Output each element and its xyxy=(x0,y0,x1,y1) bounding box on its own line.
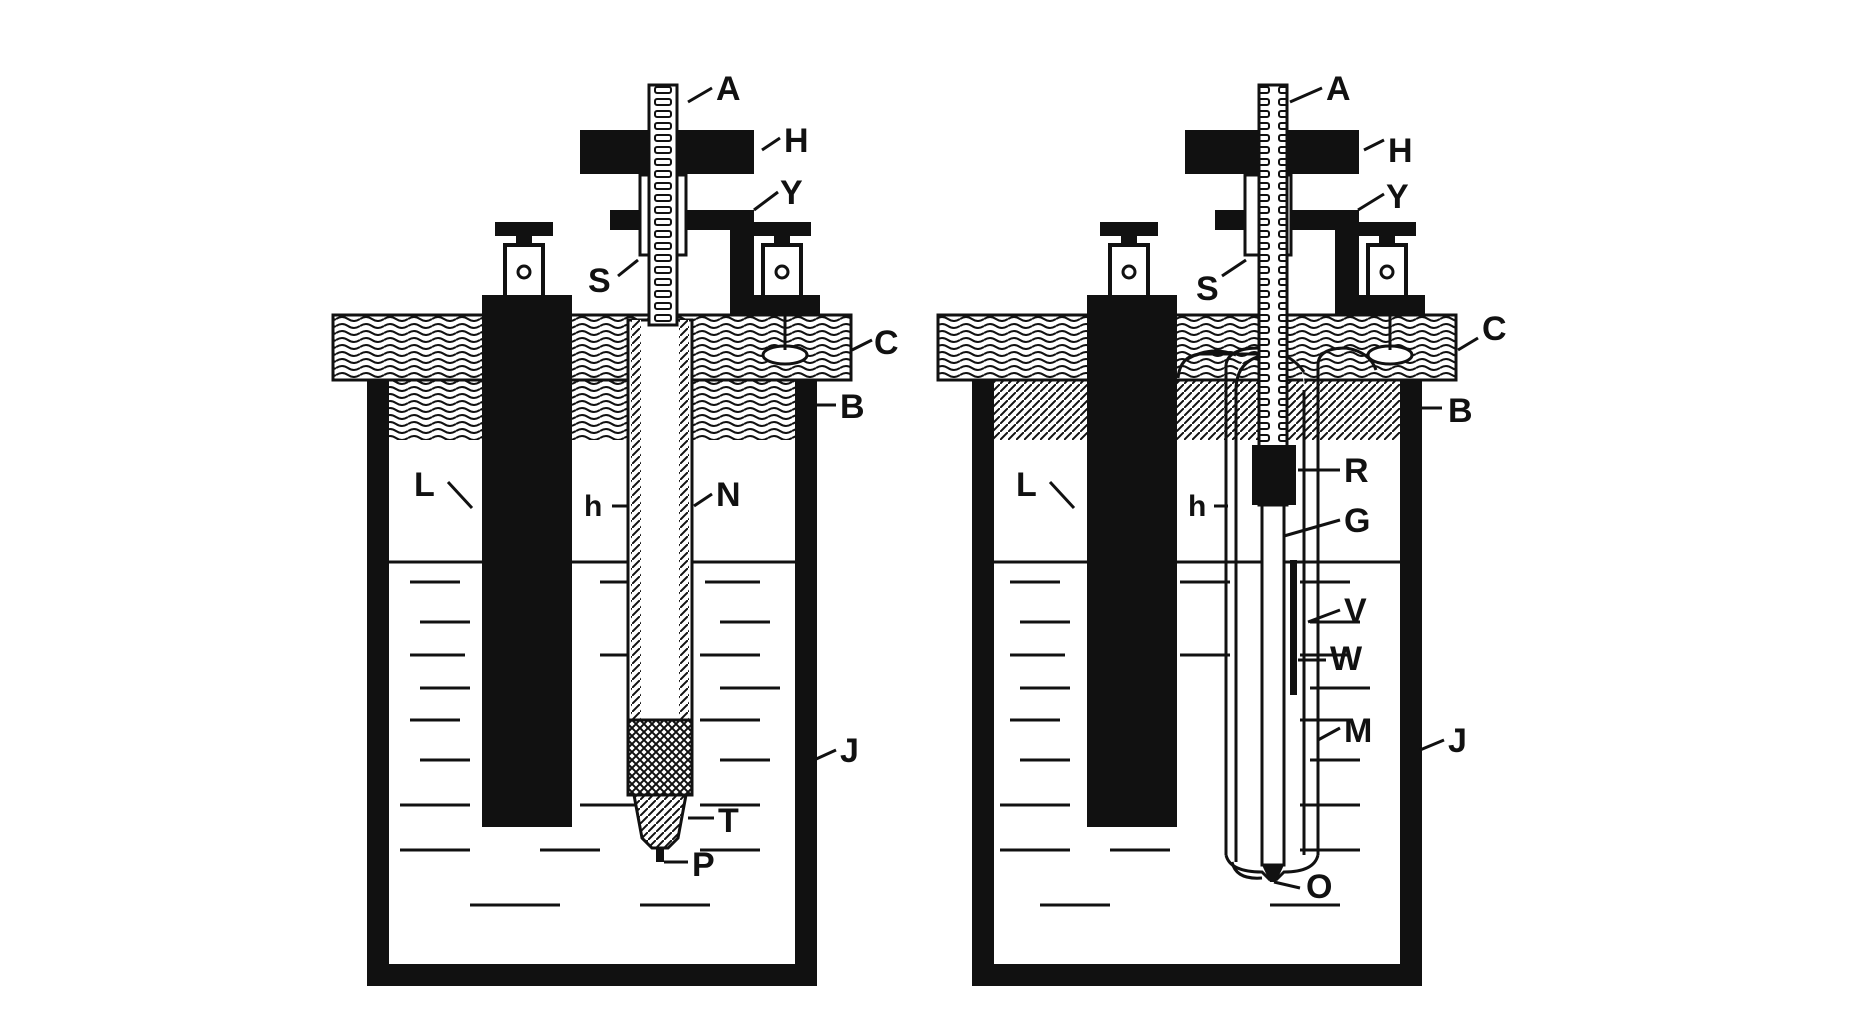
label-c: C xyxy=(874,324,899,362)
left-cover-c xyxy=(331,313,853,382)
label-y: Y xyxy=(1386,178,1409,216)
left-rod-a xyxy=(647,83,679,327)
left-binding-post-2 xyxy=(761,243,803,299)
label-h-small: h xyxy=(584,490,602,523)
left-binding-post-1 xyxy=(503,243,545,299)
right-carbon-l xyxy=(1087,295,1177,827)
label-r: R xyxy=(1344,452,1369,490)
label-n: N xyxy=(716,476,741,514)
left-plug-b xyxy=(389,378,795,440)
label-a: A xyxy=(1326,70,1351,108)
right-plug-b xyxy=(994,378,1400,440)
label-p: P xyxy=(692,846,715,884)
right-electrode-g xyxy=(1260,503,1286,867)
label-h: H xyxy=(784,122,809,160)
label-j: J xyxy=(1448,722,1467,760)
label-t: T xyxy=(718,802,739,840)
label-v: V xyxy=(1344,592,1367,630)
right-labels: A H Y S C B L h R G V W M J O xyxy=(1016,70,1507,906)
label-h: H xyxy=(1388,132,1413,170)
label-j: J xyxy=(840,732,859,770)
right-wire-w xyxy=(1290,560,1297,695)
label-b: B xyxy=(840,388,865,426)
right-apparatus xyxy=(936,83,1458,986)
right-leaders xyxy=(1048,86,1479,890)
label-s: S xyxy=(588,262,611,300)
right-binding-post-1 xyxy=(1108,243,1150,299)
label-w: W xyxy=(1330,640,1363,678)
label-b: B xyxy=(1448,392,1473,430)
left-liquid xyxy=(389,560,795,907)
left-tip-t xyxy=(632,793,688,850)
label-g: G xyxy=(1344,502,1370,540)
label-l: L xyxy=(1016,466,1037,504)
label-c: C xyxy=(1482,310,1507,348)
label-m: M xyxy=(1344,712,1372,750)
label-s: S xyxy=(1196,270,1219,308)
label-l: L xyxy=(414,466,435,504)
right-binding-post-2 xyxy=(1366,243,1408,299)
left-carbon-l xyxy=(482,295,572,827)
label-h-small: h xyxy=(1188,490,1206,523)
right-cover-c xyxy=(936,313,1458,382)
right-rod-a xyxy=(1257,83,1289,507)
left-apparatus xyxy=(331,83,853,986)
left-labels: A H Y S C B L h N J T P xyxy=(414,70,899,884)
label-o: O xyxy=(1306,868,1332,906)
label-a: A xyxy=(716,70,741,108)
left-leaders xyxy=(446,86,873,864)
label-y: Y xyxy=(780,174,803,212)
left-point-p xyxy=(656,848,664,862)
right-jar xyxy=(972,364,1422,986)
left-jar xyxy=(367,364,817,986)
right-block-r xyxy=(1252,445,1296,505)
